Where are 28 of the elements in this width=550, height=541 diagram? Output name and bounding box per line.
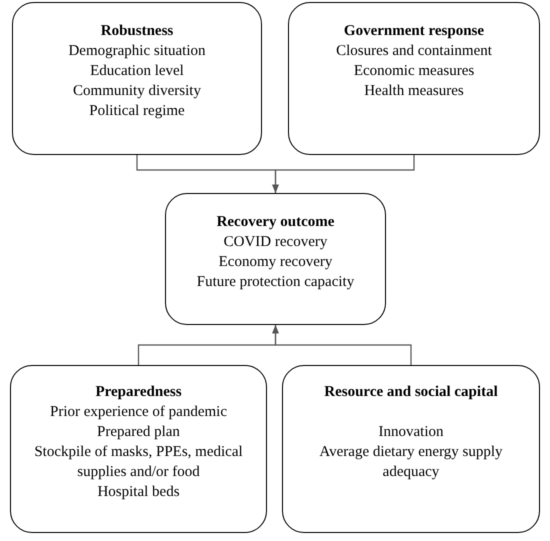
arrow <box>272 325 412 365</box>
list-item: Stockpile of masks, PPEs, medical supplies and/or food <box>33 443 244 482</box>
rounded-box <box>10 365 267 533</box>
list-item: Economic measures <box>354 62 474 81</box>
list-item: Demographic situation <box>68 42 206 61</box>
box-heading: Preparedness <box>95 383 182 402</box>
rounded-box <box>288 2 540 155</box>
arrow <box>272 155 415 193</box>
list-item: Hospital beds <box>97 483 180 502</box>
list-item: Political regime <box>89 102 185 121</box>
box-heading: Government response <box>344 22 484 41</box>
list-item: Economy recovery <box>218 253 332 272</box>
list-item: COVID recovery <box>224 233 328 252</box>
list-item: Average dietary energy supply adequacy <box>318 443 504 482</box>
box-heading: Robustness <box>100 22 174 41</box>
list-item: Innovation <box>378 423 444 442</box>
list-item: Closures and containment <box>336 42 492 61</box>
rounded-box <box>282 365 540 533</box>
list-item: Prior experience of pandemic <box>50 403 227 422</box>
list-item: Community diversity <box>73 82 201 101</box>
list-item: Health measures <box>364 82 464 101</box>
list-item: Prepared plan <box>97 423 180 442</box>
box-heading: Recovery outcome <box>216 213 334 232</box>
list-item: Future protection capacity <box>196 273 354 292</box>
rounded-box <box>12 2 262 155</box>
rounded-box <box>165 193 386 325</box>
list-item: Education level <box>90 62 184 81</box>
box-heading: Resource and social capital <box>324 383 498 402</box>
